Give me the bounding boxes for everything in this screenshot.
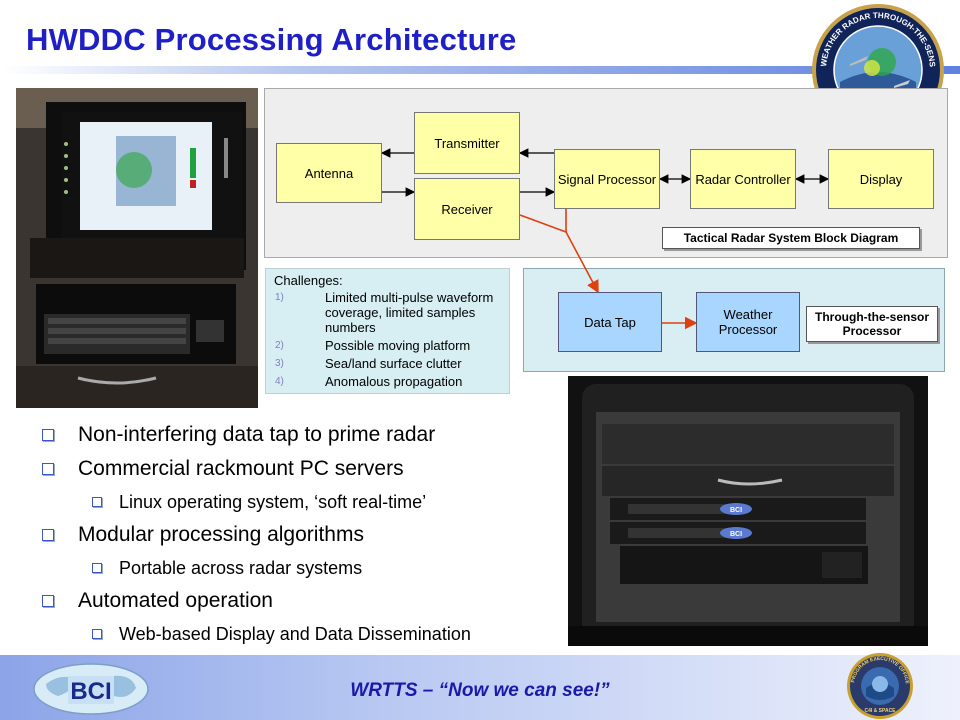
console-photo [16, 88, 258, 408]
challenge-item: 1) Limited multi-pulse waveform coverage,… [272, 290, 503, 335]
checkbox-bullet-icon [92, 497, 102, 507]
svg-text:C4I & SPACE: C4I & SPACE [864, 708, 896, 714]
bullet-list: Non-interfering data tap to prime radar … [42, 418, 562, 650]
peo-c4i-seal-icon: PROGRAM EXECUTIVE OFFICE C4I & SPACE [847, 653, 913, 719]
challenges-box: Challenges: 1) Limited multi-pulse wavefo… [265, 268, 510, 394]
bullet-item: Commercial rackmount PC servers [42, 452, 562, 486]
sub-bullet-item: Web-based Display and Data Dissemination [42, 618, 562, 650]
bci-logo-text: BCI [70, 678, 111, 705]
challenges-heading: Challenges: [274, 273, 343, 288]
challenge-text: Anomalous propagation [325, 374, 463, 389]
challenge-item: 4) Anomalous propagation [272, 374, 503, 389]
challenge-number: 3) [275, 358, 284, 369]
page-title: HWDDC Processing Architecture [26, 22, 517, 57]
tts-processor-label: Through-the-sensor Processor [806, 306, 938, 342]
challenge-item: 3) Sea/land surface clutter [272, 356, 503, 371]
challenge-item: 2) Possible moving platform [272, 338, 503, 353]
bullet-text: Automated operation [78, 589, 273, 612]
rack-server-photo: BCI BCI [568, 376, 928, 646]
challenge-text: Limited multi-pulse waveform coverage, l… [325, 290, 494, 335]
checkbox-bullet-icon [42, 595, 54, 607]
challenge-text: Sea/land surface clutter [325, 356, 462, 371]
antenna-block: Antenna [276, 143, 382, 203]
sub-bullet-item: Linux operating system, ‘soft real-time’ [42, 486, 562, 518]
checkbox-bullet-icon [92, 629, 102, 639]
bullet-text: Modular processing algorithms [78, 523, 364, 546]
checkbox-bullet-icon [42, 429, 54, 441]
bci-logo-icon: BCI [33, 663, 149, 715]
bullet-text: Web-based Display and Data Dissemination [119, 623, 471, 644]
checkbox-bullet-icon [42, 463, 54, 475]
display-block: Display [828, 149, 934, 209]
receiver-block: Receiver [414, 178, 520, 240]
sub-bullet-item: Portable across radar systems [42, 552, 562, 584]
data-tap-block: Data Tap [558, 292, 662, 352]
checkbox-bullet-icon [42, 529, 54, 541]
challenge-number: 1) [275, 292, 284, 303]
bullet-text: Linux operating system, ‘soft real-time’ [119, 491, 427, 512]
bullet-text: Commercial rackmount PC servers [78, 457, 404, 480]
bullet-item: Non-interfering data tap to prime radar [42, 418, 562, 452]
bullet-item: Automated operation [42, 584, 562, 618]
challenge-number: 2) [275, 340, 284, 351]
footer-bar [0, 655, 960, 720]
challenge-number: 4) [275, 376, 284, 387]
title-underline [0, 66, 960, 74]
bullet-item: Modular processing algorithms [42, 518, 562, 552]
transmitter-block: Transmitter [414, 112, 520, 174]
bullet-text: Non-interfering data tap to prime radar [78, 423, 436, 446]
diagram-caption: Tactical Radar System Block Diagram [662, 227, 920, 249]
server-logo-2: BCI [730, 531, 742, 538]
checkbox-bullet-icon [92, 563, 102, 573]
bullet-text: Portable across radar systems [119, 557, 363, 578]
challenge-text: Possible moving platform [325, 338, 471, 353]
footer-tagline: WRTTS – “Now we can see!” [350, 680, 610, 701]
signal-processor-block: Signal Processor [554, 149, 660, 209]
server-logo-1: BCI [730, 507, 742, 514]
radar-controller-block: Radar Controller [690, 149, 796, 209]
weather-processor-block: Weather Processor [696, 292, 800, 352]
